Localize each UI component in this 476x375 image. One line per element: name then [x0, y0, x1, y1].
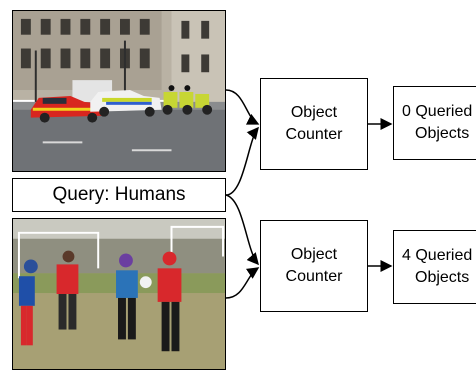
street-scene-image: [12, 10, 226, 172]
arrow-query-to-counter-top: [225, 126, 259, 196]
counter-label-line2: Counter: [285, 126, 343, 143]
arrow-query-to-counter-bottom: [225, 194, 259, 266]
result-label-line1: 4 Queried: [402, 247, 473, 264]
soccer-scene-image: [12, 218, 226, 370]
arrow-street-to-counter: [225, 89, 260, 125]
counter-label-line2: Counter: [285, 268, 343, 285]
result-label-line1: 0 Queried: [402, 103, 473, 120]
object-counter-top: Object Counter: [260, 78, 368, 170]
object-counter-bottom: Object Counter: [260, 220, 368, 312]
query-label-box: Query: Humans: [12, 178, 226, 212]
counter-label-line1: Object: [290, 104, 338, 121]
counter-label-line1: Object: [290, 246, 338, 263]
result-label-line2: Objects: [415, 125, 470, 142]
arrow-soccer-to-counter: [225, 267, 260, 299]
result-box-top: 0 Queried Objects: [393, 86, 476, 160]
result-label-line2: Objects: [415, 269, 470, 286]
query-label: Query: Humans: [52, 184, 186, 205]
result-box-bottom: 4 Queried Objects: [393, 230, 476, 304]
